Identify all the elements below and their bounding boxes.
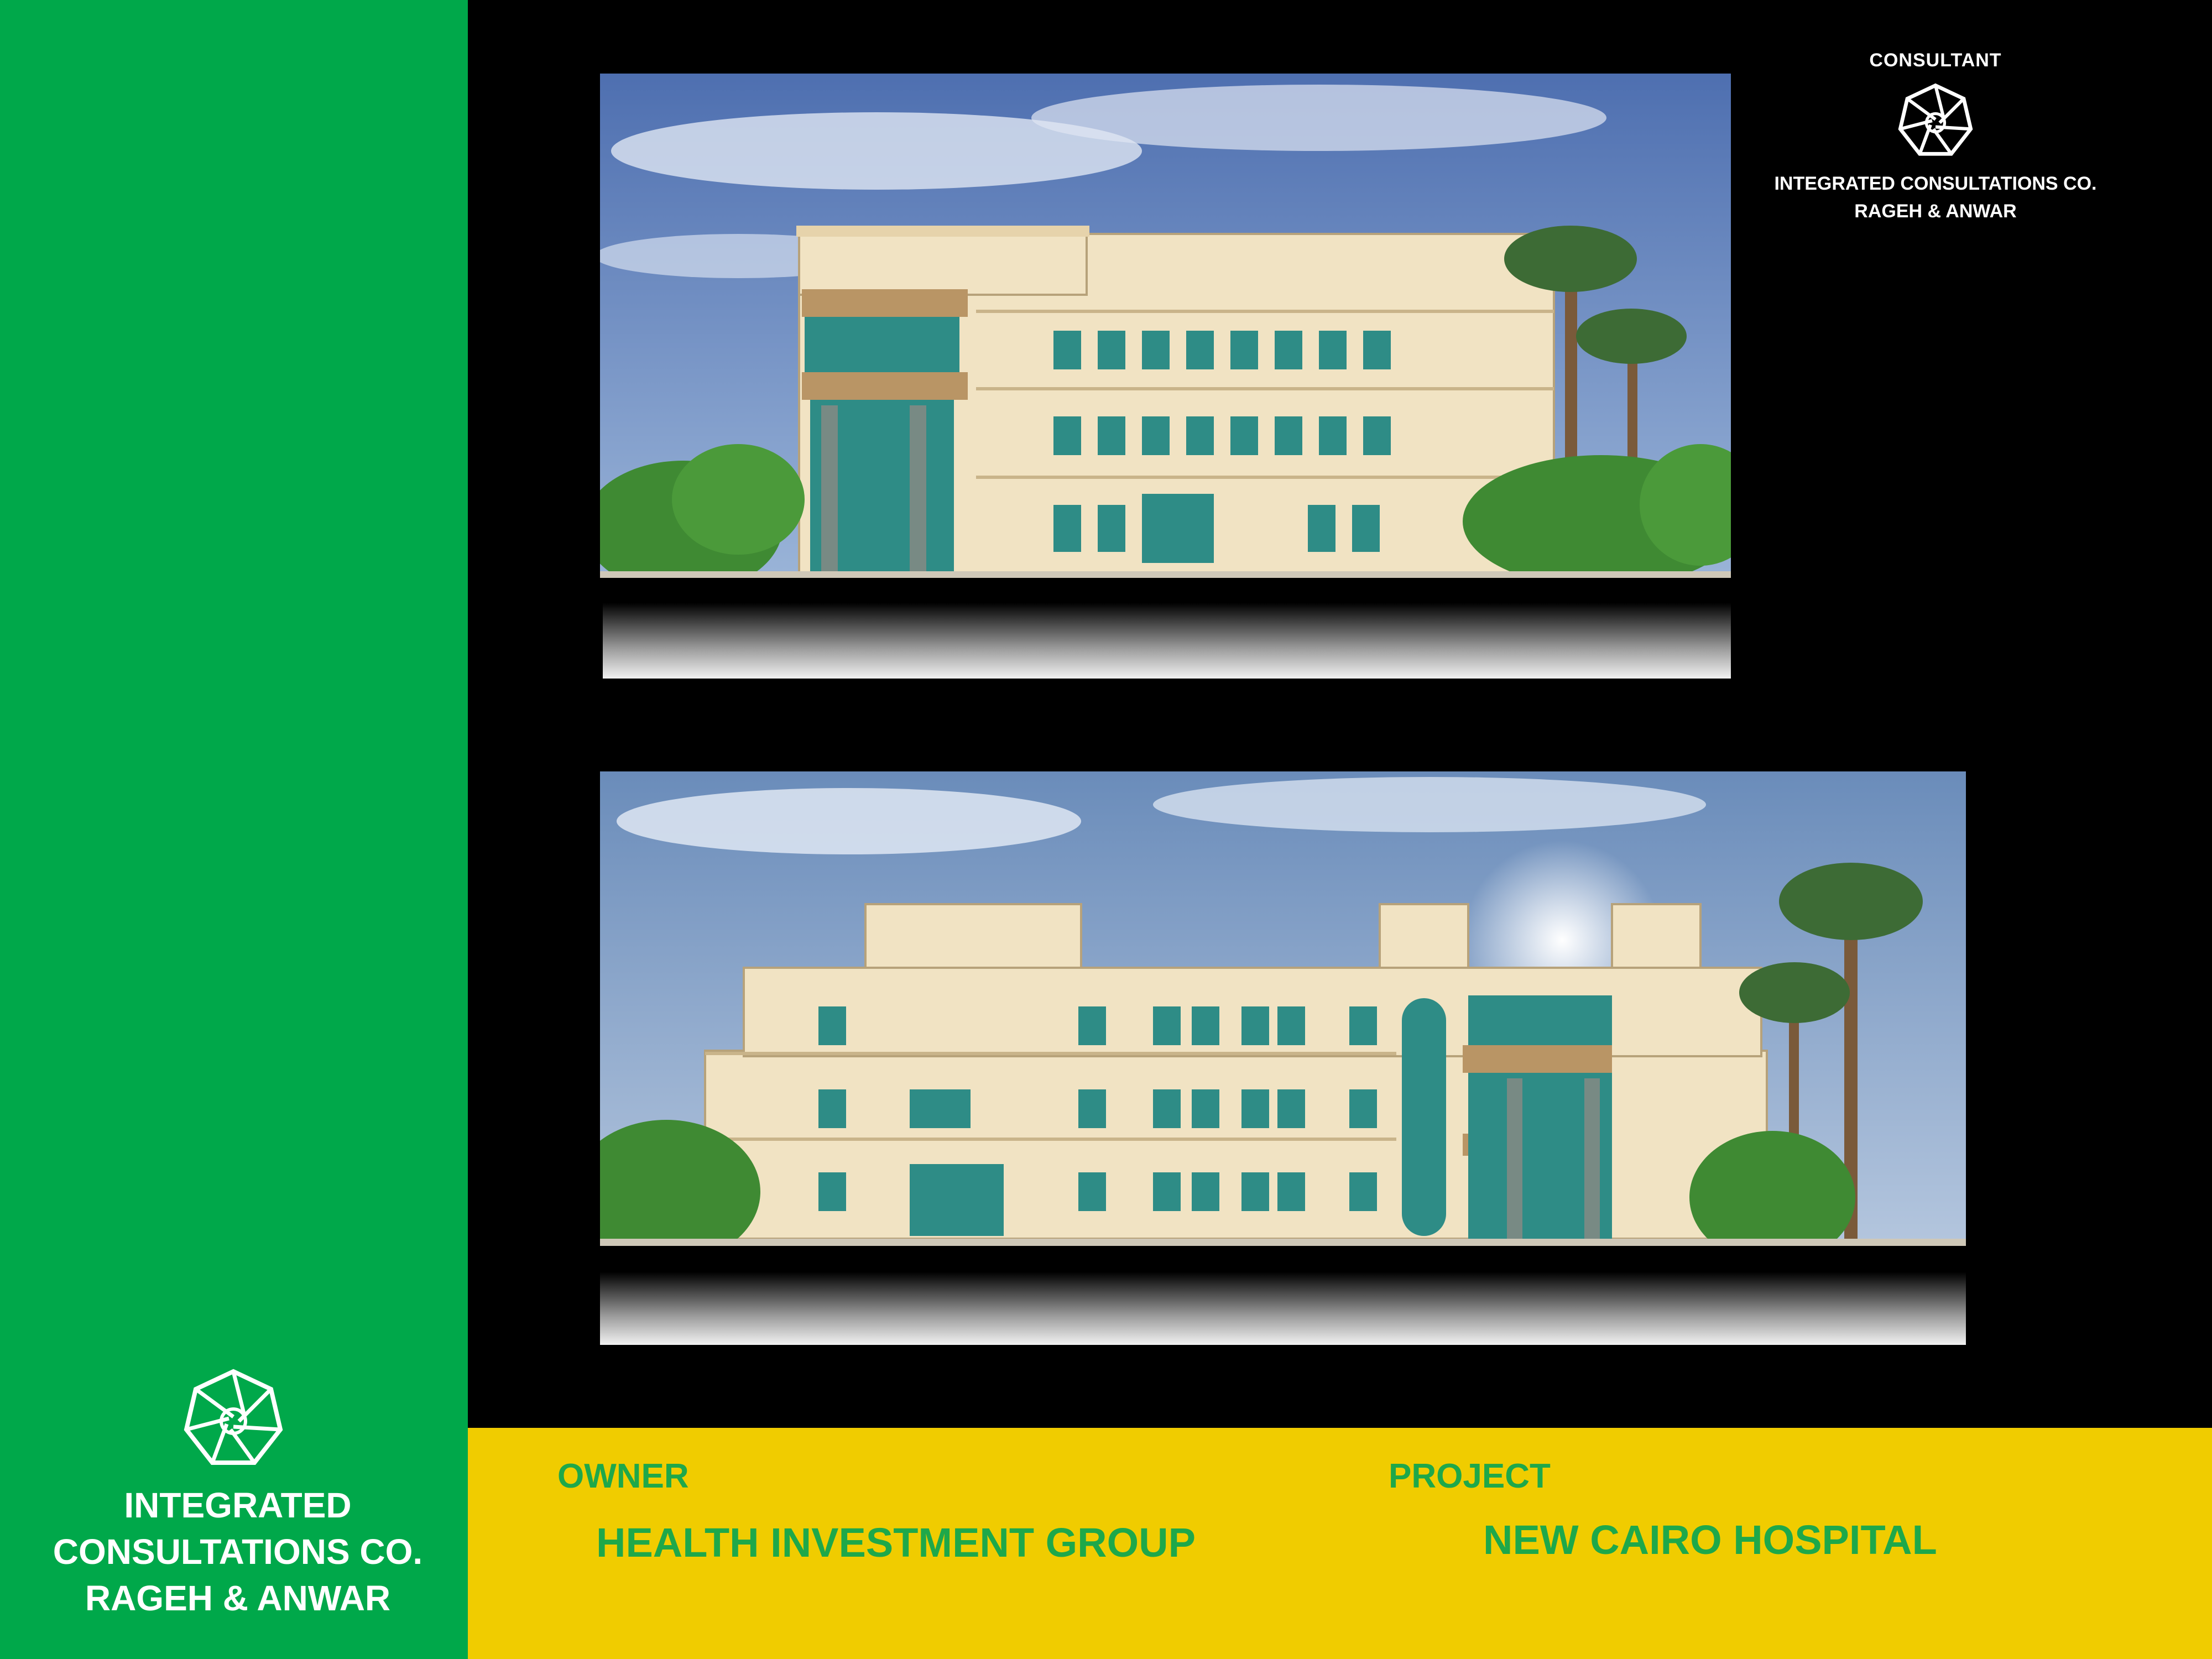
hospital-elevation-render-1: [600, 74, 1731, 578]
consultant-label: CONSULTANT: [1869, 50, 2002, 71]
owner-value: HEALTH INVESTMENT GROUP: [596, 1520, 1196, 1566]
render-2-reflection: [600, 1272, 1966, 1345]
project-value: NEW CAIRO HOSPITAL: [1483, 1517, 1937, 1563]
footer-bar: OWNER HEALTH INVESTMENT GROUP PROJECT NE…: [468, 1428, 2212, 1659]
consultant-name-line: INTEGRATED CONSULTATIONS CO.: [1774, 173, 2097, 194]
company-logo-icon: [1898, 83, 1973, 156]
sidebar: INTEGRATED CONSULTATIONS CO. RAGEH & ANW…: [0, 0, 468, 1659]
owner-label: OWNER: [557, 1457, 689, 1495]
project-label: PROJECT: [1389, 1457, 1551, 1495]
company-name-line: RAGEH & ANWAR: [85, 1578, 391, 1618]
consultant-block: CONSULTANT INTEGRATED CONSULTATIONS CO. …: [1736, 50, 2135, 225]
company-name-line: INTEGRATED: [124, 1485, 352, 1525]
hospital-elevation-render-2: [600, 771, 1966, 1246]
company-name-line: CONSULTATIONS CO.: [53, 1532, 423, 1572]
company-name: INTEGRATED CONSULTATIONS CO. RAGEH & ANW…: [22, 1482, 453, 1621]
consultant-name-line: RAGEH & ANWAR: [1854, 201, 2017, 222]
company-logo-icon: [184, 1369, 283, 1465]
render-1-reflection: [603, 603, 1731, 679]
